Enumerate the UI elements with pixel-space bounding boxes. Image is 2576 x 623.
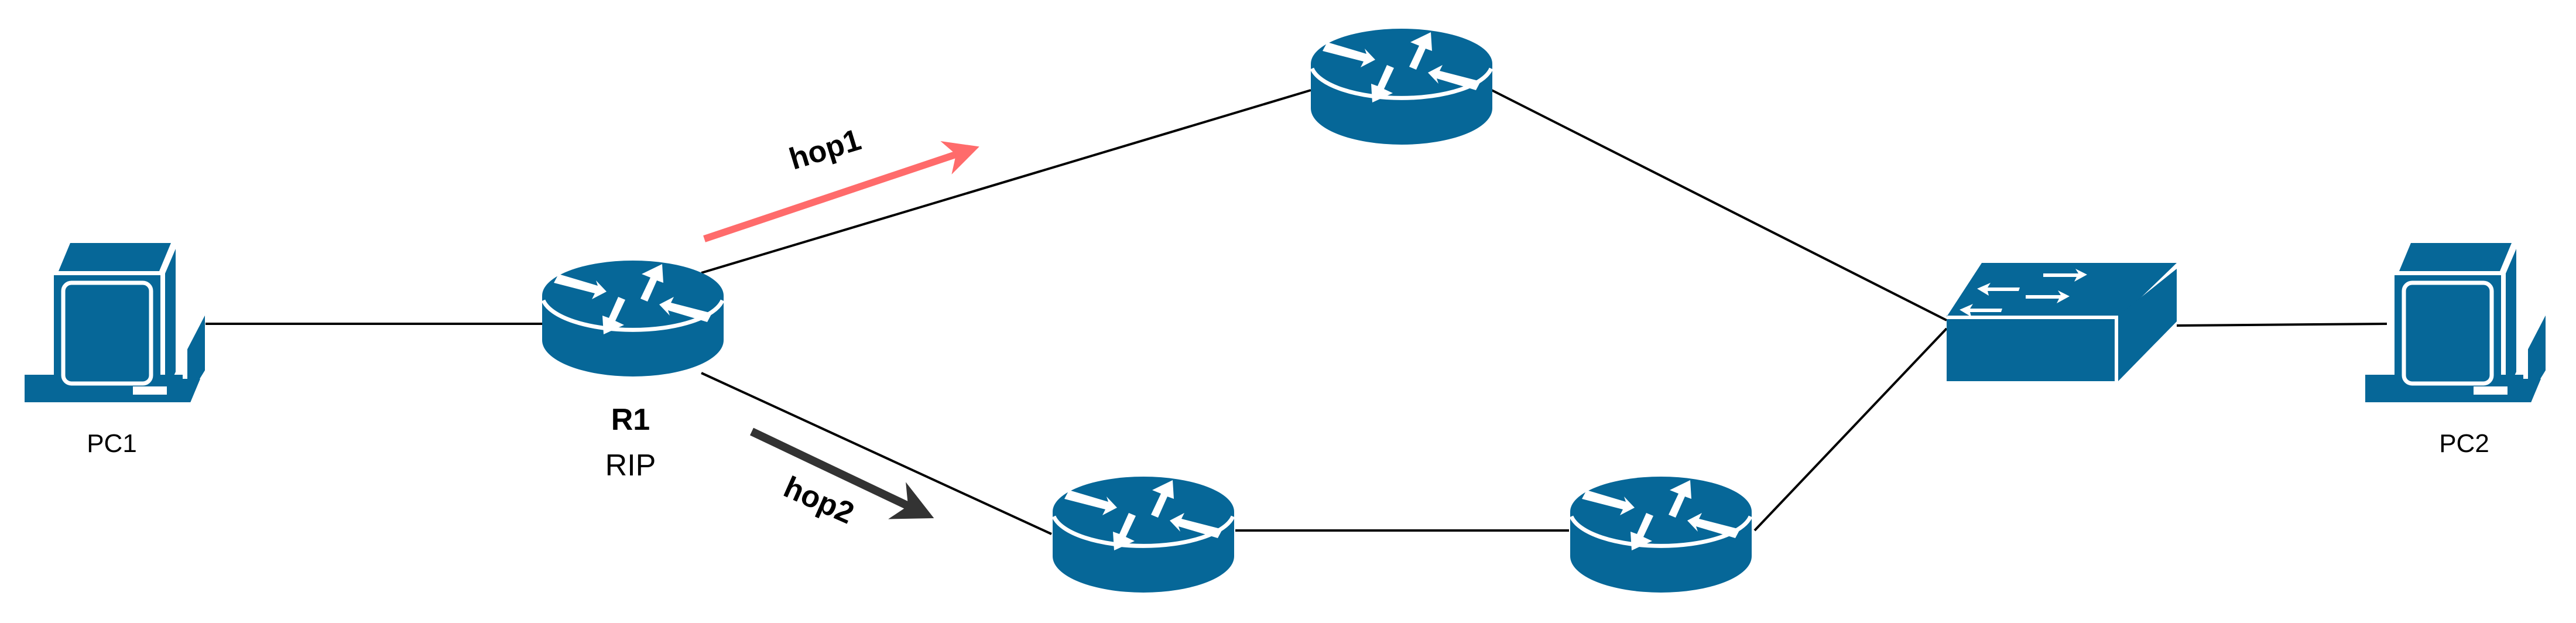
r1-protocol-label: RIP <box>605 449 656 482</box>
hop2-arrow <box>749 427 934 519</box>
pc2-pc-icon[interactable] <box>2365 243 2546 436</box>
pc2-label: PC2 <box>2439 429 2489 458</box>
pc1-label: PC1 <box>87 429 137 458</box>
r1-name-label: R1 <box>611 403 650 437</box>
link-router-bottom-right-switch <box>1753 327 1948 532</box>
link-r1-router-bottom-left <box>701 372 1052 535</box>
router-bottom-left-router-icon[interactable] <box>1053 477 1234 593</box>
router-top-router-icon[interactable] <box>1311 29 1492 145</box>
link-r1-router-top <box>701 89 1311 274</box>
link-switch-pc2 <box>2176 323 2387 327</box>
pc1-pc-icon[interactable] <box>25 243 205 436</box>
switch-icon[interactable] <box>1947 263 2177 381</box>
router-bottom-right-router-icon[interactable] <box>1570 477 1752 593</box>
r1-router-icon[interactable] <box>542 261 724 376</box>
link-router-top-switch <box>1491 89 1947 321</box>
hop1-arrow <box>703 141 979 242</box>
hop1-label: hop1 <box>786 123 865 177</box>
